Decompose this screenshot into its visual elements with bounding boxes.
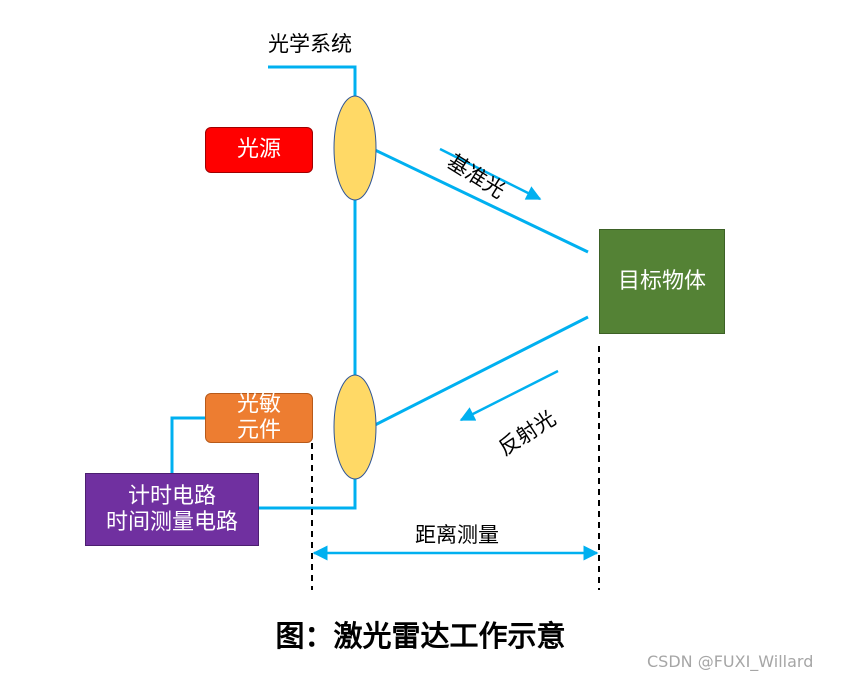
optical-system-label: 光学系统 <box>268 32 352 56</box>
watermark: CSDN @FUXI_Willard <box>647 652 814 671</box>
figure-caption: 图：激光雷达工作示意 <box>275 619 566 653</box>
lower-lens <box>333 374 377 480</box>
reflected-light-arrow <box>459 369 559 422</box>
reference-light-arrow <box>439 147 542 201</box>
distance-measure-label: 距离测量 <box>415 523 499 547</box>
return-beam <box>374 315 589 427</box>
upper-lens <box>333 95 377 201</box>
light-source-box: 光源 <box>205 127 313 173</box>
optical-system-connector <box>268 65 357 97</box>
outgoing-beam <box>374 148 589 254</box>
timer-circuit-box: 计时电路 时间测量电路 <box>85 473 259 546</box>
target-object-box: 目标物体 <box>599 229 725 334</box>
photo-element-box: 光敏 元件 <box>205 392 313 443</box>
photo-to-timer-line <box>170 416 205 473</box>
lens-to-timer-line <box>259 478 357 510</box>
